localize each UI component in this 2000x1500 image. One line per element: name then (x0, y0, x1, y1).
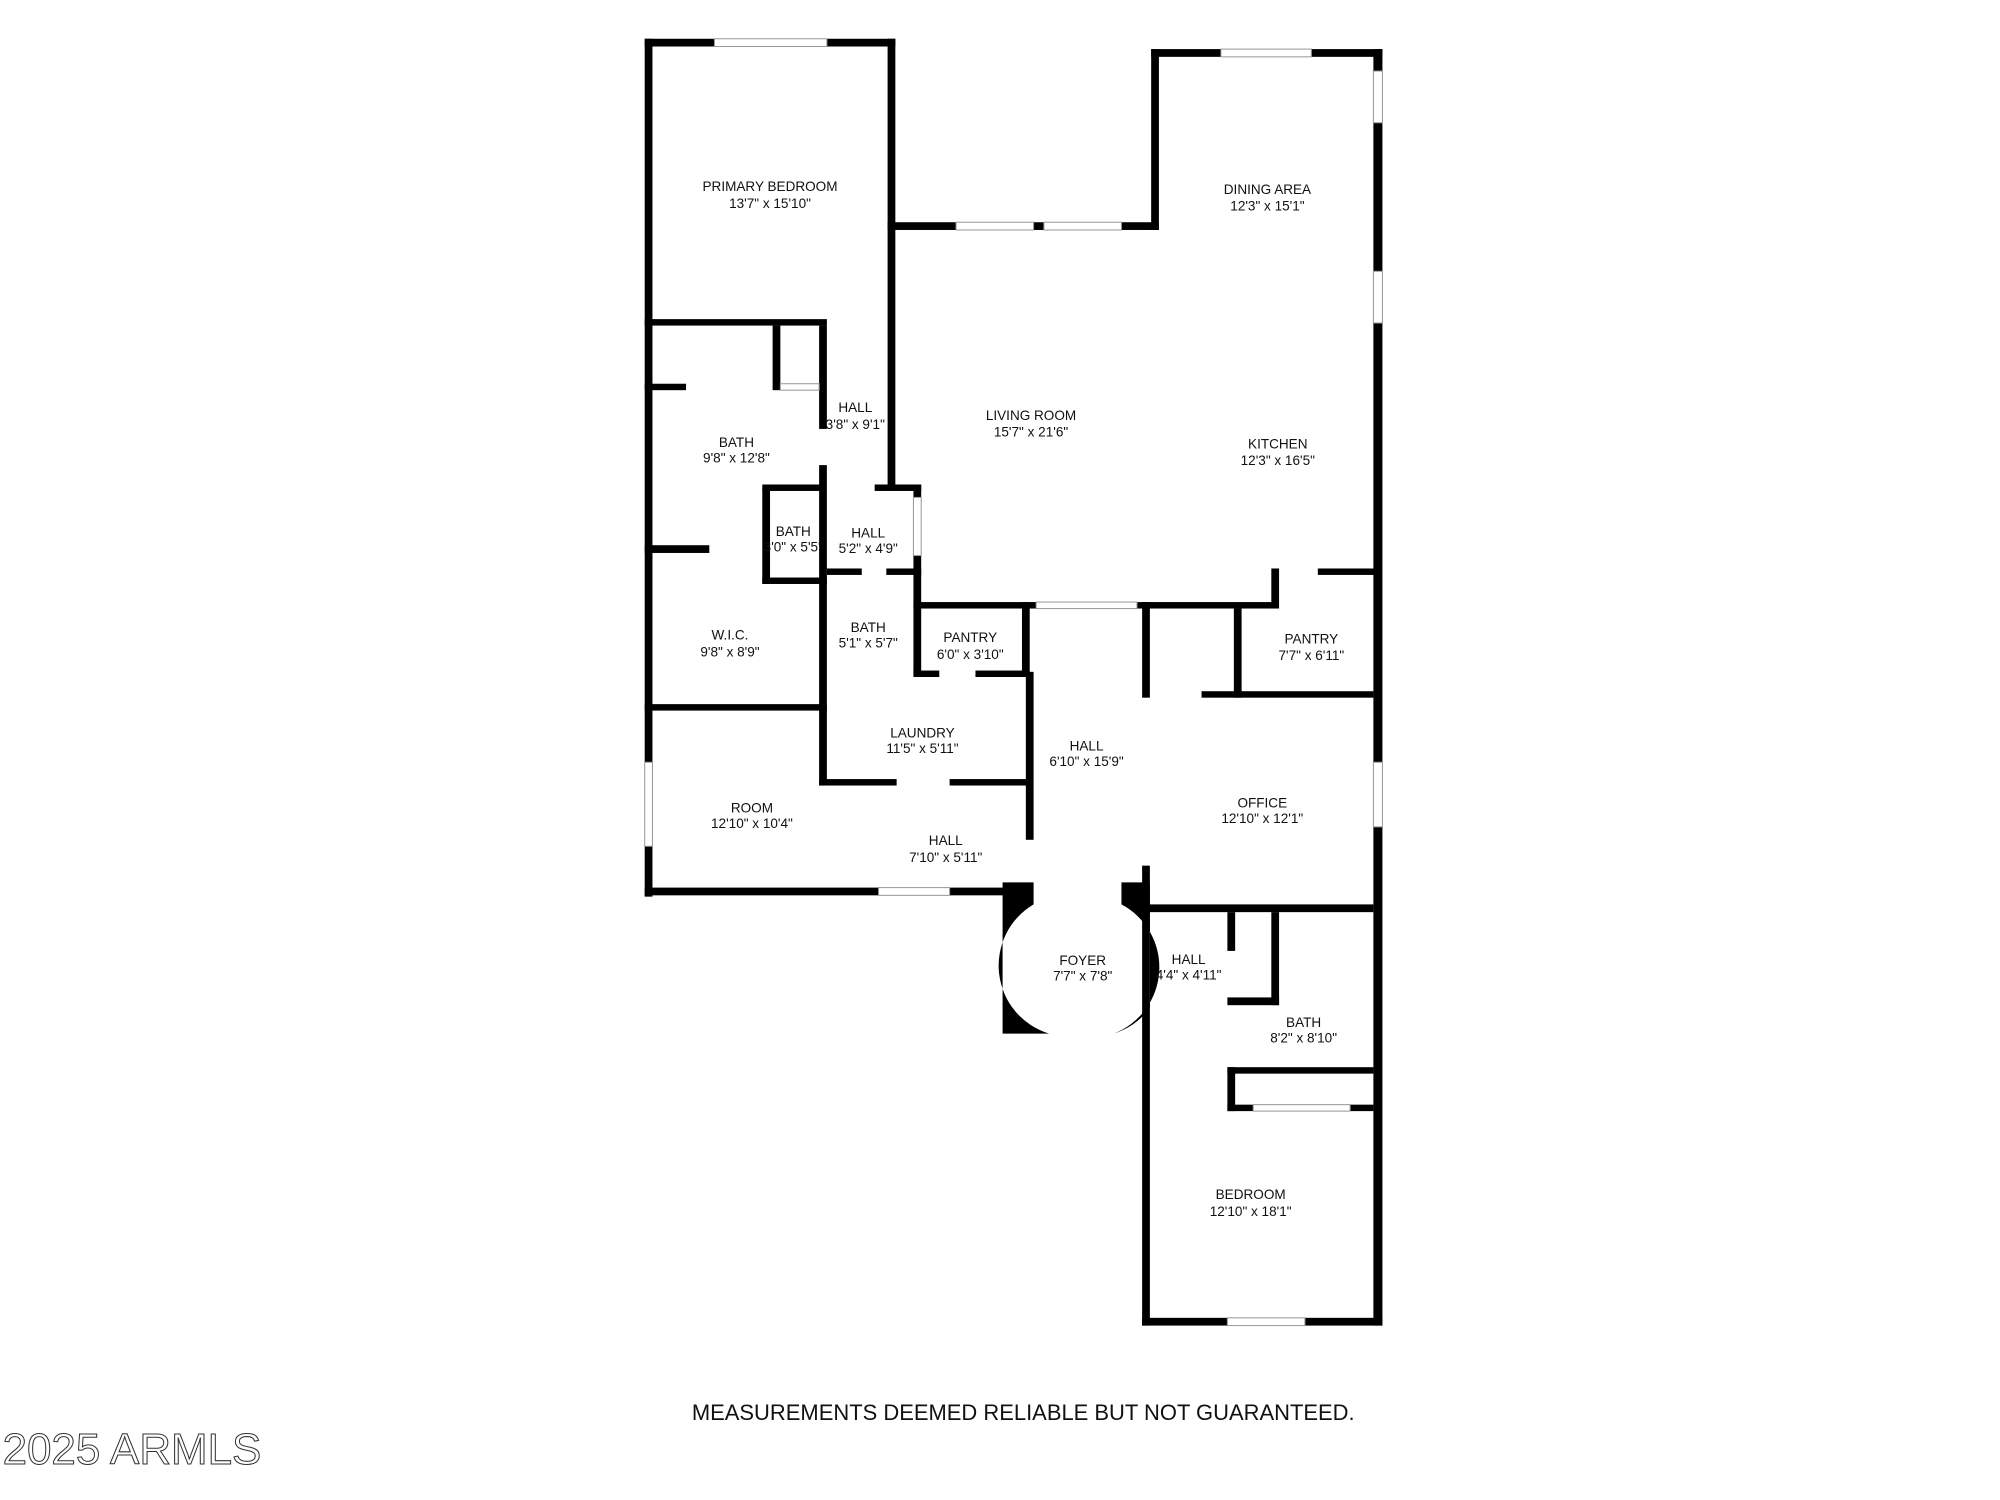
room-label: 3'0" x 5'5" (764, 540, 823, 555)
room-label: LIVING ROOM (986, 408, 1076, 423)
room-label: LAUNDRY (890, 726, 954, 741)
room-label: 5'2" x 4'9" (839, 541, 898, 556)
room-label: OFFICE (1237, 795, 1287, 810)
room-label: PRIMARY BEDROOM (703, 179, 838, 194)
room-label: W.I.C. (712, 628, 749, 643)
room-label: 12'3" x 15'1" (1230, 199, 1304, 214)
room-bedroom: BEDROOM 12'10" x 18'1" (1210, 1187, 1292, 1219)
room-pantry-1: PANTRY 6'0" x 3'10" (937, 630, 1004, 662)
room-label: BATH (776, 524, 811, 539)
room-label: 7'10" x 5'11" (909, 850, 982, 865)
room-label: BEDROOM (1216, 1187, 1286, 1202)
room-label: 13'7" x 15'10" (729, 196, 811, 211)
room-dining-area: DINING AREA 12'3" x 15'1" (1224, 182, 1312, 214)
room-label: BATH (719, 435, 754, 450)
room-label: HALL (1172, 952, 1206, 967)
windows (644, 38, 1383, 1327)
room-label: FOYER (1059, 953, 1106, 968)
room-label: HALL (1070, 739, 1104, 754)
room-label: HALL (851, 525, 885, 540)
room-primary-bedroom: PRIMARY BEDROOM 13'7" x 15'10" (703, 179, 838, 211)
room-label: 7'7" x 6'11" (1278, 648, 1344, 663)
room-wic: W.I.C.9'8" x 8'9" (700, 628, 759, 660)
walls (644, 38, 1383, 1326)
room-label: 5'1" x 5'7" (839, 635, 898, 650)
room-label: 6'0" x 3'10" (937, 647, 1004, 662)
room-label: BATH (1286, 1015, 1321, 1030)
disclaimer: MEASUREMENTS DEEMED RELIABLE BUT NOT GUA… (692, 1400, 1355, 1425)
room-label: 12'10" x 10'4" (711, 816, 793, 831)
room-label: 3'8" x 9'1" (826, 417, 885, 432)
room-label: 6'10" x 15'9" (1049, 754, 1123, 769)
room-labels: PRIMARY BEDROOM 13'7" x 15'10" DINING ARE… (700, 179, 1344, 1219)
room-pantry-2: PANTRY 7'7" x 6'11" (1278, 631, 1344, 663)
room-label: 11'5" x 5'11" (886, 741, 958, 756)
room-label: 9'8" x 12'8" (703, 451, 770, 466)
watermark: 2025 ARMLS (3, 1425, 262, 1474)
room-kitchen: KITCHEN 12'3" x 16'5" (1241, 436, 1315, 468)
room-living-room: LIVING ROOM 15'7" x 21'6" (986, 408, 1076, 440)
room-label: KITCHEN (1248, 436, 1307, 451)
room-hall-4: HALL 7'10" x 5'11" (909, 833, 982, 865)
room-label: BATH (851, 620, 886, 635)
room-label: 9'8" x 8'9" (700, 644, 759, 659)
room-hall-1: HALL 3'8" x 9'1" (826, 400, 885, 432)
room-label: 12'10" x 18'1" (1210, 1204, 1292, 1219)
room-label: DINING AREA (1224, 182, 1312, 197)
room-label: HALL (838, 400, 872, 415)
room-label: 15'7" x 21'6" (994, 425, 1068, 440)
room-label: HALL (929, 833, 963, 848)
room-label: 4'4" x 4'11" (1156, 967, 1222, 982)
room-label: 7'7" x 7'8" (1053, 969, 1112, 984)
room-label: 12'3" x 16'5" (1241, 453, 1315, 468)
room-label: PANTRY (943, 630, 997, 645)
room-label: 12'10" x 12'1" (1221, 811, 1303, 826)
room-label: ROOM (731, 801, 773, 816)
room-label: PANTRY (1285, 631, 1339, 646)
room-label: 8'2" x 8'10" (1270, 1031, 1337, 1046)
